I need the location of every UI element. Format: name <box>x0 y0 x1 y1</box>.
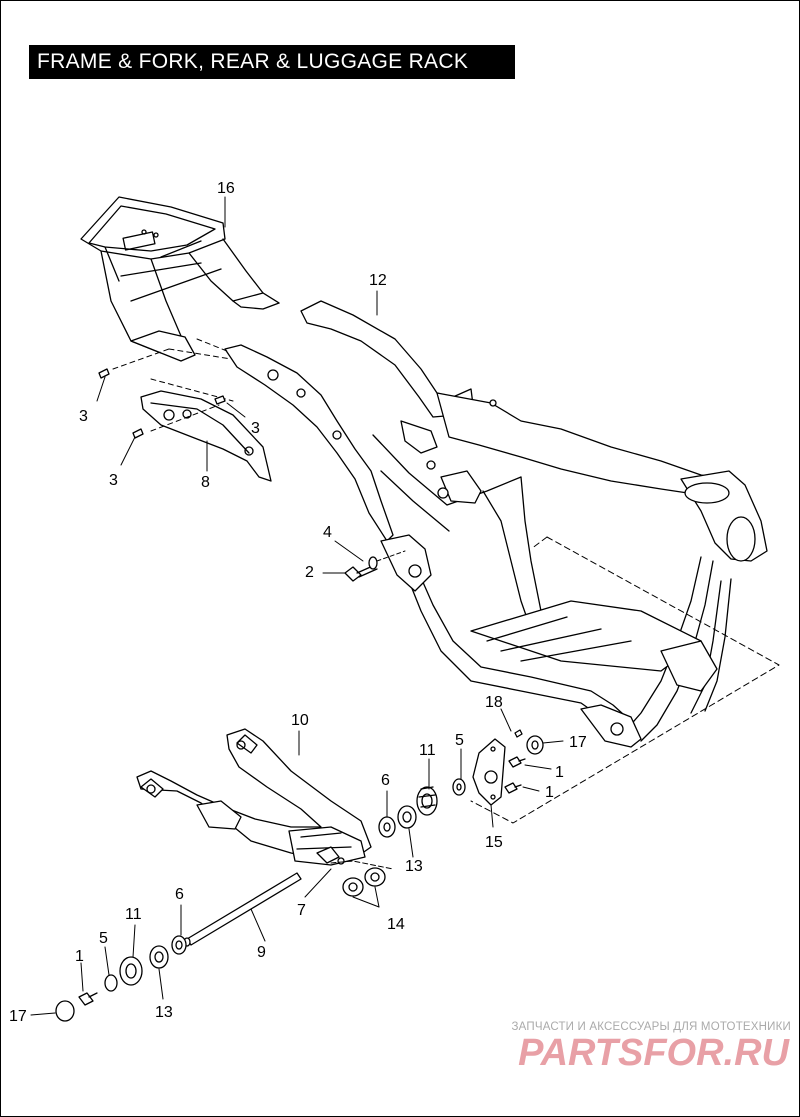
screw-fasteners <box>98 368 226 439</box>
pivot-mount-guides <box>470 536 780 824</box>
pivot-bracket <box>472 738 506 806</box>
bushing-guides <box>330 860 394 870</box>
callout-3: 3 <box>79 408 88 425</box>
left-pivot-hardware <box>55 935 187 1022</box>
callout-3: 3 <box>109 472 118 489</box>
right-pivot-hardware <box>378 778 466 838</box>
callout-5: 5 <box>99 930 108 947</box>
rear-swingarm <box>136 728 372 866</box>
callout-6: 6 <box>175 886 184 903</box>
bolt-and-washer <box>344 550 406 582</box>
rack-mount-guides <box>112 338 234 432</box>
callout-9: 9 <box>257 944 266 961</box>
callout-16: 16 <box>217 180 235 197</box>
watermark-logo-text: PARTSFOR.RU <box>518 1032 790 1074</box>
callout-13: 13 <box>155 1004 173 1021</box>
callout-8: 8 <box>201 474 210 491</box>
callout-11: 11 <box>125 906 142 923</box>
callout-11: 11 <box>419 742 436 759</box>
callout-labels: 16 12 3 3 3 8 4 2 10 18 5 11 17 1 1 6 13… <box>9 180 587 1025</box>
pivot-shaft <box>183 872 302 947</box>
callout-18: 18 <box>485 694 503 711</box>
callout-13: 13 <box>405 858 423 875</box>
callout-3: 3 <box>251 420 260 437</box>
motorcycle-frame <box>224 300 768 748</box>
callout-17: 17 <box>9 1008 27 1025</box>
callout-12: 12 <box>369 272 387 289</box>
bushings <box>342 867 386 897</box>
watermark-tagline: ЗАПЧАСТИ И АКСЕССУАРЫ ДЛЯ МОТОТЕХНИКИ <box>511 1021 791 1033</box>
callout-10: 10 <box>291 712 309 729</box>
callout-7: 7 <box>297 902 306 919</box>
callout-5: 5 <box>455 732 464 749</box>
side-rail-cover <box>140 390 272 482</box>
callout-17: 17 <box>569 734 587 751</box>
callout-2: 2 <box>305 564 314 581</box>
callout-6: 6 <box>381 772 390 789</box>
watermark-logo: PARTSFOR.RU <box>518 1032 790 1074</box>
callout-1: 1 <box>545 784 554 801</box>
bracket-fasteners <box>504 729 544 794</box>
luggage-rack <box>80 196 280 362</box>
leader-lines <box>30 196 564 1016</box>
callout-1: 1 <box>75 948 84 965</box>
page-title: FRAME & FORK, REAR & LUGGAGE RACK <box>29 45 515 79</box>
callout-15: 15 <box>485 834 503 851</box>
callout-4: 4 <box>323 524 332 541</box>
callout-14: 14 <box>387 916 405 933</box>
callout-1: 1 <box>555 764 564 781</box>
